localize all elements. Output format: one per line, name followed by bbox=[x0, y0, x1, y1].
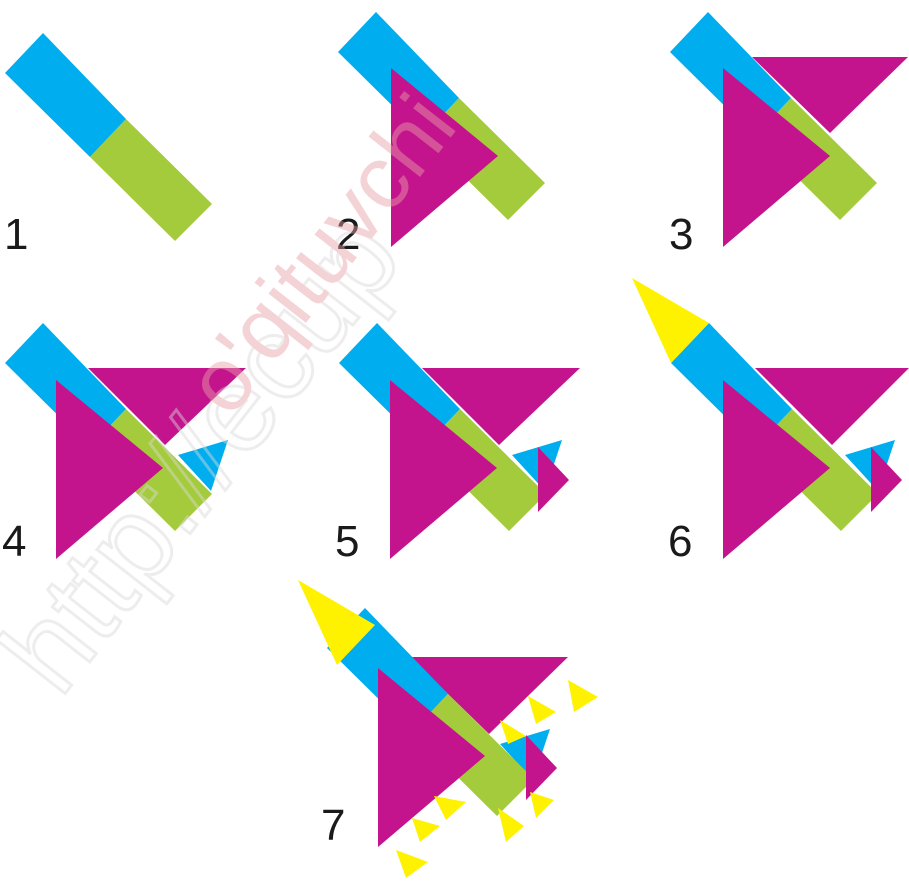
step-label-4: 4 bbox=[2, 517, 26, 566]
step-label-6: 6 bbox=[668, 517, 692, 566]
step-6: 6 bbox=[632, 278, 909, 566]
yellow-triangle bbox=[396, 850, 428, 878]
step-1: 1 bbox=[4, 33, 212, 259]
step-label-7: 7 bbox=[321, 801, 345, 850]
step-7: 7 bbox=[298, 580, 598, 878]
step-3: 3 bbox=[669, 12, 908, 259]
step-label-3: 3 bbox=[669, 210, 693, 259]
yellow-triangle bbox=[412, 818, 440, 842]
yellow-triangle bbox=[568, 680, 598, 712]
step-label-1: 1 bbox=[4, 210, 28, 259]
yellow-triangle bbox=[530, 792, 554, 818]
step-label-5: 5 bbox=[335, 517, 359, 566]
yellow-triangle bbox=[528, 696, 556, 724]
yellow-triangle bbox=[498, 808, 524, 842]
yellow-triangle bbox=[434, 796, 466, 820]
step-5: 5 bbox=[335, 323, 580, 566]
